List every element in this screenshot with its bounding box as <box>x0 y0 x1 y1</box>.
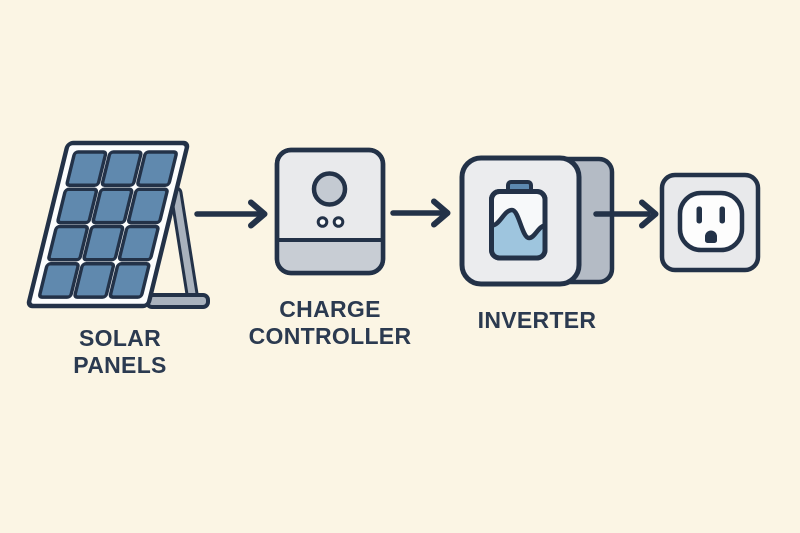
label-line: CHARGE <box>279 296 381 322</box>
panel-cell <box>47 224 89 262</box>
sine-wave-icon <box>491 207 545 241</box>
solar-panel-icon <box>26 140 210 309</box>
label-line: SOLAR <box>79 325 161 351</box>
battery-water <box>491 210 545 258</box>
controller-base-section <box>277 240 383 273</box>
arrow-head <box>639 199 659 229</box>
outlet-ground-hole <box>705 230 717 243</box>
solar-panels-label: SOLAR PANELS <box>20 325 220 379</box>
panel-cell <box>117 224 160 262</box>
label-line: CONTROLLER <box>248 323 412 349</box>
arrow-head <box>248 199 268 229</box>
outlet-slot-left <box>696 206 702 224</box>
label-line: PANELS <box>73 352 167 378</box>
panel-cell <box>127 187 169 225</box>
controller-dial <box>311 171 348 207</box>
label-line: INVERTER <box>477 307 597 333</box>
charge-controller-label: CHARGE CONTROLLER <box>230 296 430 350</box>
controller-button-right <box>332 216 345 228</box>
inverter-label: INVERTER <box>437 307 637 334</box>
panel-cell <box>136 150 178 188</box>
outlet-face <box>677 190 745 253</box>
controller-outline <box>274 147 386 276</box>
panel-cell <box>38 262 80 299</box>
arrow-right-icon <box>390 198 451 228</box>
arrow-head <box>431 198 451 228</box>
kickstand-base <box>145 293 210 309</box>
inverter-icon <box>459 155 615 287</box>
battery-outline <box>489 189 548 261</box>
outlet-slot-right <box>719 206 725 224</box>
kickstand-leg <box>172 189 196 298</box>
panel-cell <box>82 224 125 262</box>
controller-button-left <box>316 216 329 228</box>
panel-board <box>26 140 190 309</box>
panel-cell <box>56 187 99 225</box>
arrow-right-icon <box>593 199 659 229</box>
panel-cell <box>108 262 151 299</box>
panel-cell <box>91 187 134 225</box>
panel-cell <box>100 150 143 188</box>
panel-cell <box>65 150 108 188</box>
charge-controller-icon <box>274 147 386 276</box>
arrow-right-icon <box>194 199 268 229</box>
battery-icon <box>489 180 548 261</box>
power-outlet-icon <box>659 172 761 273</box>
panel-cell <box>73 262 116 299</box>
